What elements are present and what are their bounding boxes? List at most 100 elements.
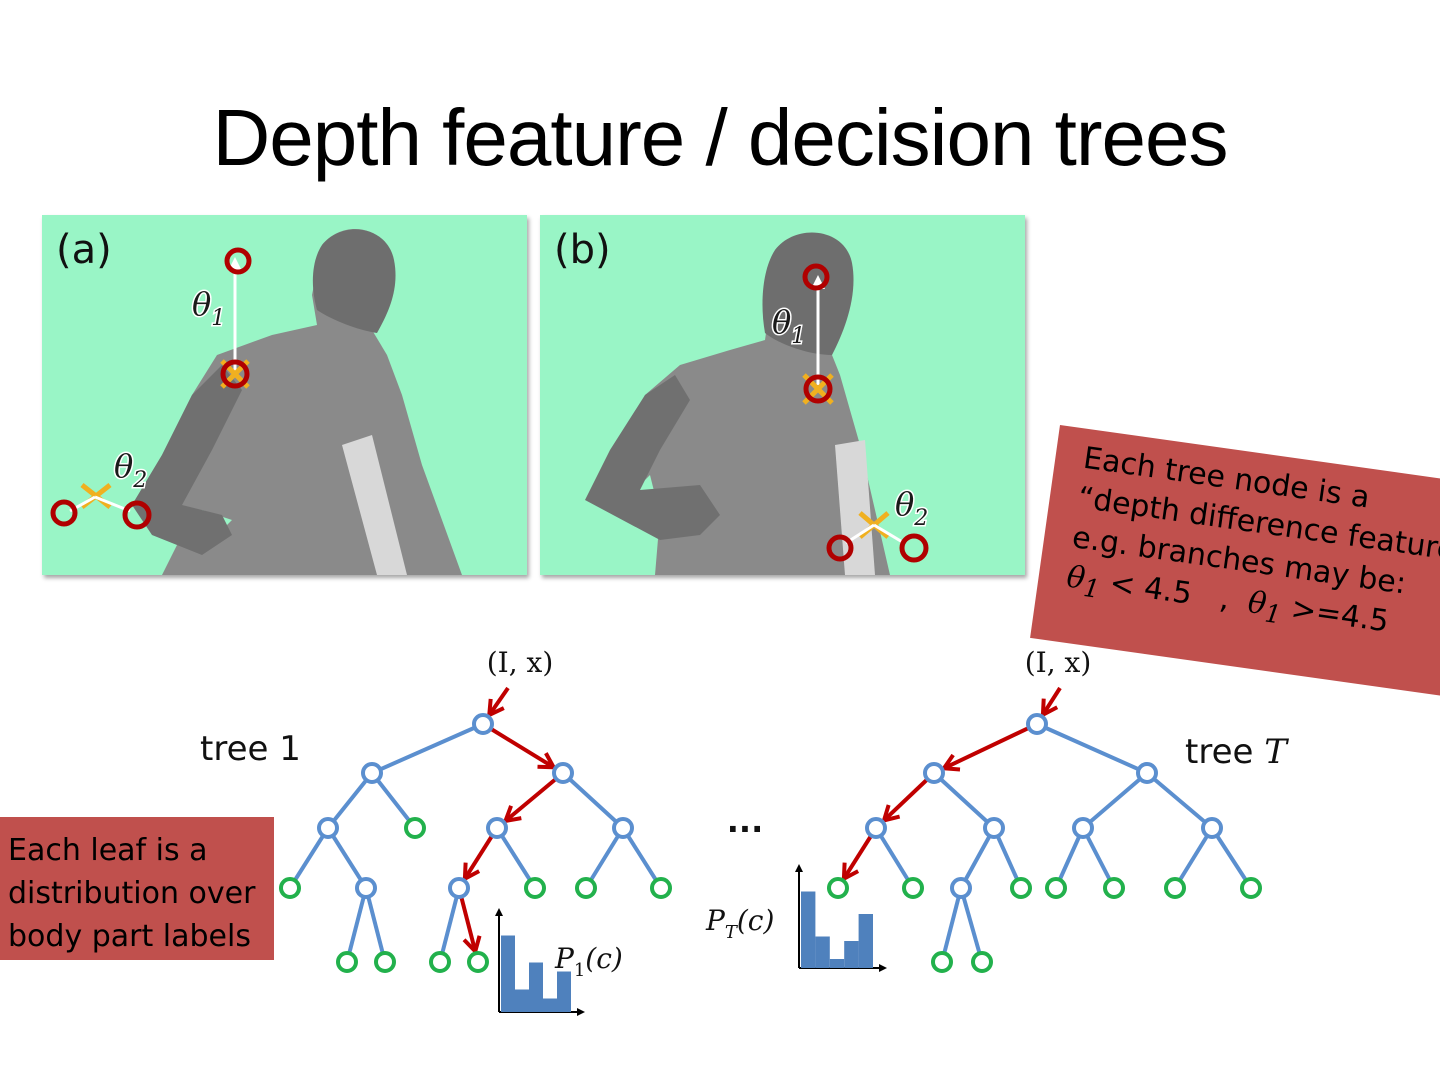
arrowhead — [881, 804, 901, 824]
tree1-edge — [584, 826, 625, 890]
theta1-label: θ1 — [772, 303, 805, 349]
leaf-callout-line: body part labels — [8, 919, 251, 954]
tree1-split-node — [361, 762, 383, 784]
treeT-split-node — [1201, 817, 1223, 839]
treeT-edge — [874, 826, 915, 890]
treeT-leaf-node — [1045, 877, 1067, 899]
histogram-y-arrow — [495, 908, 503, 916]
tree1-leaf-node — [467, 951, 489, 973]
tree1-edge — [438, 887, 461, 963]
histogram-bar — [529, 962, 543, 1012]
depth-image-panel-b: θ1 θ2 (b) — [540, 215, 1025, 575]
treeT-split-node — [865, 817, 887, 839]
treeT-edge — [1081, 771, 1149, 830]
panel-label-a: (a) — [56, 227, 112, 273]
tree1-leaf-node — [404, 817, 426, 839]
tree1-leaf-node — [429, 951, 451, 973]
depth-figure-a: θ1 θ2 — [50, 228, 462, 575]
theta2-label: θ2 — [114, 447, 147, 493]
tree1-split-node — [612, 817, 634, 839]
histogram-bar — [815, 936, 830, 968]
tree1-leaf-node — [336, 951, 358, 973]
treeT-edge — [959, 827, 996, 889]
tree1-distribution-label: P1(c) — [554, 942, 623, 981]
tree1-edge — [326, 771, 374, 830]
head — [312, 229, 396, 333]
tree1-split-node — [448, 877, 470, 899]
right-arm-light — [835, 440, 875, 575]
treeT-leaf-node — [1240, 877, 1262, 899]
treeT-input-label: (I, x) — [1025, 646, 1092, 679]
tree1-edge — [364, 887, 387, 963]
histogram-x-arrow — [879, 964, 887, 972]
slide-title: Depth feature / decision trees — [212, 93, 1228, 182]
tree1-leaf-node — [279, 877, 301, 899]
tree1-split-node — [486, 817, 508, 839]
probe-circle — [224, 247, 252, 275]
theta2-label: θ2 — [895, 485, 928, 531]
treeT-split-node — [1072, 817, 1094, 839]
tree1-label: tree 1 — [200, 729, 301, 769]
histogram-bar — [557, 971, 571, 1012]
panel-label-b: (b) — [554, 227, 611, 273]
treeT-edge — [932, 771, 996, 830]
depth-image-panel-a: θ1 θ2 (a) — [42, 215, 527, 575]
treeT-leaf-node — [1103, 877, 1125, 899]
tree1-edge — [370, 771, 417, 830]
treeT-label: tree T — [1185, 732, 1289, 772]
tree1-edge — [621, 826, 663, 890]
treeT-edge — [940, 887, 963, 963]
tree1-leaf-node — [524, 877, 546, 899]
right-arm-light — [342, 435, 407, 575]
tree1-edge — [326, 826, 368, 890]
tree1-edge — [345, 887, 368, 963]
tree1-edge — [288, 826, 330, 890]
histogram-bar — [501, 935, 515, 1012]
tree1-split-node — [317, 817, 339, 839]
histogram-x-arrow — [577, 1008, 585, 1016]
leaf-callout-line: distribution over — [8, 876, 256, 911]
treeT-leaf-node — [1010, 877, 1032, 899]
histogram-bar — [801, 891, 816, 968]
arrowhead — [537, 752, 558, 770]
treeT-leaf-node — [971, 951, 993, 973]
histogram-y-arrow — [795, 864, 803, 872]
path-arrow — [882, 771, 936, 822]
tree1-input-label: (I, x) — [487, 646, 554, 679]
treeT-leaf-node — [902, 877, 924, 899]
treeT-edge — [959, 887, 984, 963]
histogram-bar — [515, 989, 529, 1012]
treeT-split-node — [1026, 713, 1048, 735]
arrowhead — [502, 805, 522, 824]
theta1-label: θ1 — [192, 285, 225, 331]
tree1-split-node — [355, 877, 377, 899]
treeT-edge — [1173, 826, 1214, 890]
treeT-leaf-node — [931, 951, 953, 973]
treeT-split-node — [983, 817, 1005, 839]
treeT-edge — [1081, 827, 1116, 889]
leaf-callout-line: Each leaf is a — [8, 833, 208, 868]
arrowhead — [841, 862, 860, 883]
treeT-edge — [1145, 771, 1214, 830]
tree1-leaf-node — [650, 877, 672, 899]
treeT-edge — [1036, 722, 1148, 775]
treeT-split-node — [923, 762, 945, 784]
probe-circle — [802, 263, 830, 291]
treeT-split-node — [1136, 762, 1158, 784]
tree1-leaf-node — [374, 951, 396, 973]
arrowhead — [462, 935, 482, 956]
head — [762, 232, 854, 355]
path-arrow — [504, 771, 565, 823]
treeT-leaf-node — [827, 877, 849, 899]
path-arrow — [1041, 686, 1062, 716]
path-arrow — [481, 722, 555, 769]
histogram-bar — [844, 941, 859, 968]
histogram-bar — [543, 998, 557, 1012]
tree1-edge — [371, 722, 484, 775]
path-arrow — [487, 686, 510, 717]
treeT-leaf-histogram — [795, 864, 887, 972]
arm — [585, 375, 720, 540]
arrowhead — [462, 862, 481, 883]
ellipsis: ... — [727, 802, 763, 840]
